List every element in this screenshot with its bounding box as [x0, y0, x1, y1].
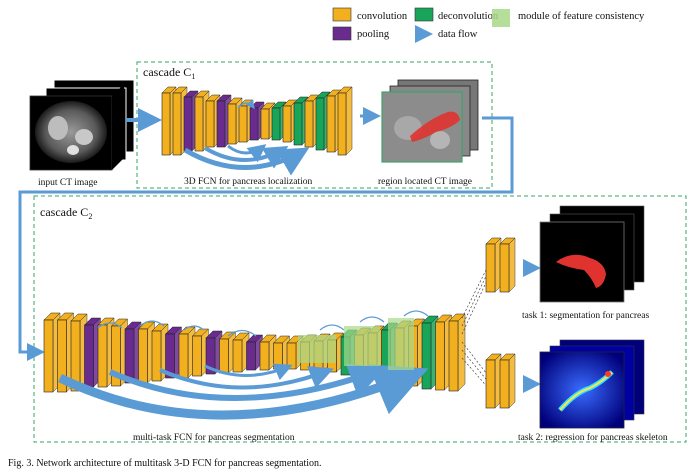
task2-conv-layer	[485, 353, 502, 409]
cascade2-title: cascade C2	[40, 205, 92, 221]
task2-output-image	[539, 339, 645, 429]
cascade1-layer-convolution	[337, 86, 353, 156]
cascade2-network-label: multi-task FCN for pancreas segmentation	[133, 432, 295, 443]
task1-conv-layer	[499, 237, 516, 293]
legend-feature-module: module of feature consistency	[518, 11, 645, 22]
task1-label: task 1: segmentation for pancreas	[522, 310, 649, 321]
input-label: input CT image	[38, 178, 97, 188]
cascade1-network	[161, 86, 353, 156]
deconvolution-swatch	[414, 7, 434, 22]
region-label: region located CT image	[378, 177, 472, 187]
task1-conv-layer	[485, 237, 502, 293]
legend-pooling: pooling	[357, 29, 390, 40]
task1-output-image	[539, 205, 645, 303]
cascade1-title: cascade C1	[143, 65, 195, 81]
task2-conv-layer	[499, 353, 516, 409]
cascade2-layer-pooling	[83, 317, 102, 388]
pooling-swatch	[332, 26, 352, 41]
feature-module-swatch	[492, 9, 510, 27]
input-ct-image	[29, 79, 135, 171]
convolution-swatch	[332, 7, 352, 22]
cascade1-network-label: 3D FCN for pancreas localization	[184, 176, 312, 187]
task2-label: task 2: regression for pancreas skeleton	[518, 432, 668, 443]
cascade1-to-cascade2-connector	[18, 116, 514, 361]
task-branch-lines	[461, 261, 491, 391]
legend-convolution: convolution	[357, 11, 408, 22]
region-located-ct-image	[381, 79, 479, 163]
cascade1-frame	[136, 61, 493, 189]
legend-data-flow: data flow	[438, 29, 478, 40]
cascade2-skip-arcs	[58, 310, 429, 420]
feature-consistency-modules	[298, 318, 414, 370]
task-branches	[485, 237, 516, 409]
legend-deconvolution: deconvolution	[438, 11, 499, 22]
cascade2-frame	[33, 195, 687, 443]
legend: convolution deconvolution module of feat…	[332, 7, 645, 43]
figure-caption: Fig. 3. Network architecture of multitas…	[8, 458, 322, 469]
cascade1-skip-arcs	[183, 99, 310, 176]
